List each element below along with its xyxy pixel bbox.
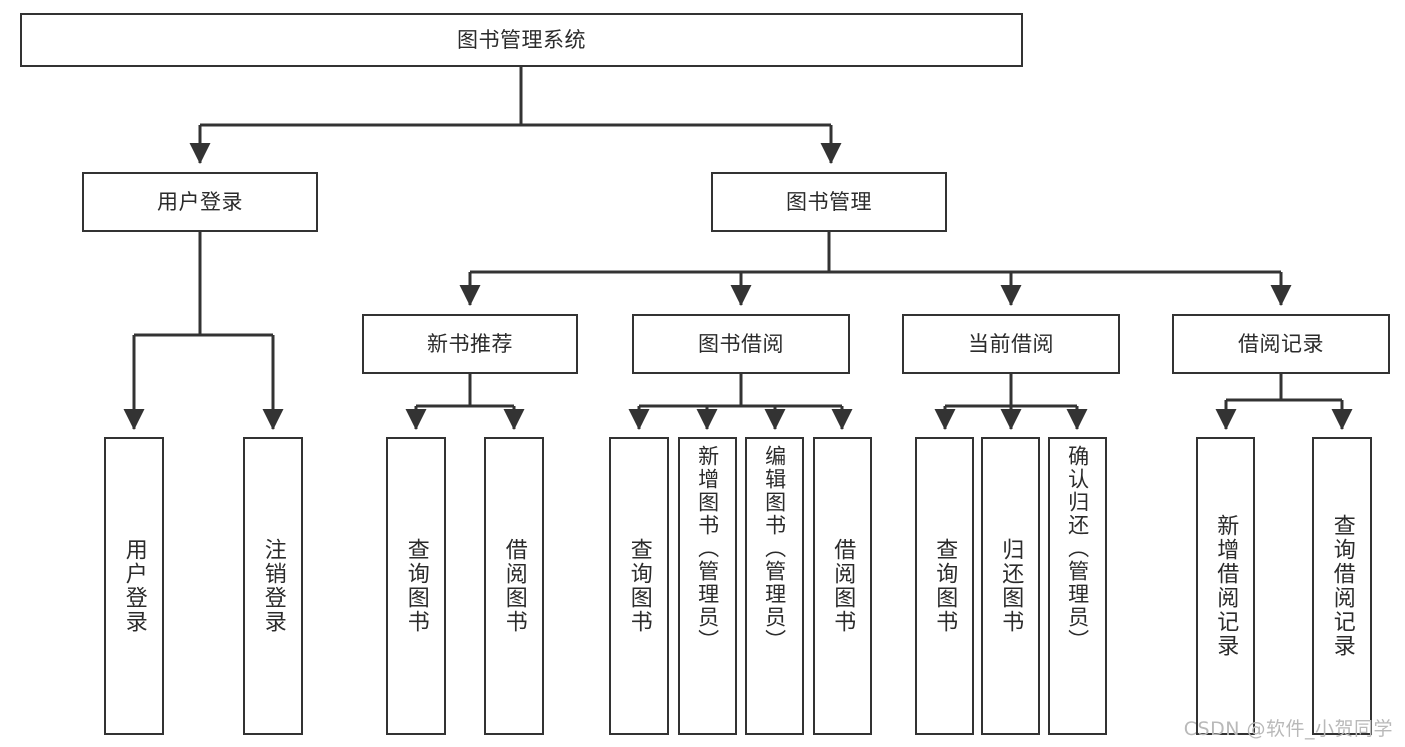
node-leaf-add-borrow-record[interactable]: 新增借阅记录 [1196, 437, 1255, 735]
node-leaf-edit-book[interactable]: 编辑图书（管理员） [745, 437, 804, 735]
node-leaf-borrow-book-2-label: 借阅图书 [830, 538, 856, 634]
node-root[interactable]: 图书管理系统 [20, 13, 1023, 67]
node-leaf-return-book[interactable]: 归还图书 [981, 437, 1040, 735]
node-leaf-add-book-label: 新增图书（管理员） [695, 445, 720, 652]
node-leaf-borrow-book-2[interactable]: 借阅图书 [813, 437, 872, 735]
node-leaf-add-book[interactable]: 新增图书（管理员） [678, 437, 737, 735]
node-leaf-query-book-3-label: 查询图书 [932, 538, 958, 634]
node-leaf-query-book-2-label: 查询图书 [626, 538, 652, 634]
node-book-borrow-label: 图书借阅 [698, 331, 784, 356]
node-user-login-label: 用户登录 [157, 189, 243, 214]
node-leaf-query-book-2[interactable]: 查询图书 [609, 437, 669, 735]
node-leaf-query-book-1[interactable]: 查询图书 [386, 437, 446, 735]
node-leaf-confirm-return-label: 确认归还（管理员） [1065, 445, 1090, 652]
node-book-manage[interactable]: 图书管理 [711, 172, 947, 232]
node-leaf-borrow-book-1-label: 借阅图书 [501, 538, 527, 634]
node-borrow-record[interactable]: 借阅记录 [1172, 314, 1390, 374]
node-current-borrow-label: 当前借阅 [968, 331, 1054, 356]
node-current-borrow[interactable]: 当前借阅 [902, 314, 1120, 374]
node-leaf-query-borrow-record[interactable]: 查询借阅记录 [1312, 437, 1372, 735]
node-leaf-user-logout-label: 注销登录 [260, 538, 286, 634]
node-user-login[interactable]: 用户登录 [82, 172, 318, 232]
node-leaf-edit-book-label: 编辑图书（管理员） [762, 445, 787, 652]
node-borrow-record-label: 借阅记录 [1238, 331, 1324, 356]
node-leaf-confirm-return[interactable]: 确认归还（管理员） [1048, 437, 1107, 735]
node-root-label: 图书管理系统 [457, 27, 586, 52]
node-leaf-query-borrow-record-label: 查询借阅记录 [1329, 514, 1355, 658]
node-leaf-query-book-3[interactable]: 查询图书 [915, 437, 974, 735]
node-book-borrow[interactable]: 图书借阅 [632, 314, 850, 374]
node-leaf-query-book-1-label: 查询图书 [403, 538, 429, 634]
watermark: CSDN @软件_小贺同学 [1183, 718, 1393, 740]
node-leaf-user-login-label: 用户登录 [121, 538, 147, 634]
node-new-book-recommend[interactable]: 新书推荐 [362, 314, 578, 374]
node-leaf-borrow-book-1[interactable]: 借阅图书 [484, 437, 544, 735]
node-new-book-recommend-label: 新书推荐 [427, 331, 513, 356]
node-leaf-user-logout[interactable]: 注销登录 [243, 437, 303, 735]
node-leaf-add-borrow-record-label: 新增借阅记录 [1213, 514, 1239, 658]
node-book-manage-label: 图书管理 [786, 189, 872, 214]
node-leaf-return-book-label: 归还图书 [998, 538, 1024, 634]
node-leaf-user-login[interactable]: 用户登录 [104, 437, 164, 735]
